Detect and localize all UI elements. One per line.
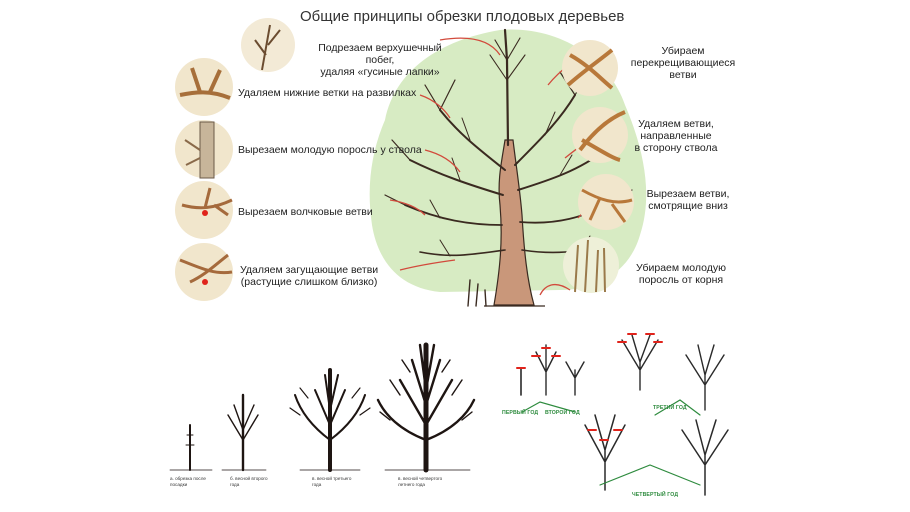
label-root-suckers: Убираем молодую поросль от корня xyxy=(626,262,736,286)
fourth-year-pruned xyxy=(681,419,729,496)
label-line: Подрезаем верхушечный побег, xyxy=(318,42,442,66)
caption-line: посадки xyxy=(170,481,188,487)
stage-b-tree xyxy=(221,393,267,472)
label-thickening-branches: Удаляем загущающие ветви (растущие слишк… xyxy=(240,264,378,288)
label-line: Удаляем загущающие ветви xyxy=(240,264,379,276)
label-line: Вырезаем волчковые ветви xyxy=(238,206,373,218)
label-second-year: ВТОРОЙ ГОД xyxy=(545,410,580,416)
label-third-year: ТРЕТИЙ ГОД xyxy=(653,405,687,411)
label-line: направленные xyxy=(640,130,712,142)
label-inward-branches: Удаляем ветви, направленные в сторону ст… xyxy=(626,118,726,154)
caption-stage-c: в. весной третьего года xyxy=(312,476,351,487)
label-line: ветви xyxy=(669,69,697,81)
caption-line: в. весной четвертого xyxy=(398,476,443,481)
label-line: поросль от корня xyxy=(638,274,724,286)
label-line: Удаляем нижние ветки на развилках xyxy=(238,87,417,99)
fourth-year-tree xyxy=(584,414,626,491)
label-water-sprouts: Вырезаем волчковые ветви xyxy=(238,206,373,218)
second-year-pruned xyxy=(565,361,585,396)
second-year-tree xyxy=(531,344,561,396)
page-title: Общие принципы обрезки плодовых деревьев xyxy=(300,8,625,25)
label-line: (растущие слишком близко) xyxy=(240,276,378,288)
label-line: удаляя «гусиные лапки» xyxy=(320,66,440,78)
label-crossing-branches: Убираем перекрещивающиеся ветви xyxy=(628,45,738,81)
caption-stage-b: б. весной второго года xyxy=(230,476,268,487)
label-young-growth: Вырезаем молодую поросль у ствола xyxy=(238,144,422,156)
caption-line: б. весной второго xyxy=(230,476,268,481)
year-diagrams xyxy=(516,333,729,496)
third-year-pruned xyxy=(685,344,725,411)
label-top-shoot: Подрезаем верхушечный побег, удаляя «гус… xyxy=(310,42,450,78)
label-line: Убираем молодую xyxy=(636,262,726,274)
label-fourth-year: ЧЕТВЕРТЫЙ ГОД xyxy=(632,492,679,498)
stage-a-tree xyxy=(169,424,213,471)
label-lower-branches: Удаляем нижние ветки на развилках xyxy=(238,87,416,99)
growth-stages xyxy=(169,342,476,473)
year-arrows xyxy=(521,399,701,486)
label-line: Убираем xyxy=(661,45,705,57)
stage-d-tree xyxy=(376,342,476,473)
label-line: смотрящие вниз xyxy=(648,200,728,212)
caption-line: года xyxy=(230,481,240,487)
label-line: Вырезаем ветви, xyxy=(646,188,730,200)
label-line: Вырезаем молодую поросль у ствола xyxy=(238,144,422,156)
label-line: в сторону ствола xyxy=(634,142,718,154)
caption-line: а. обрезка после xyxy=(170,476,206,481)
caption-stage-d: в. весной четвертого летнего года xyxy=(398,476,442,487)
third-year-tree xyxy=(617,333,663,391)
caption-stage-a: а. обрезка после посадки xyxy=(170,476,206,487)
stage-c-tree xyxy=(289,368,371,472)
caption-line: года xyxy=(312,481,322,487)
label-first-year: ПЕРВЫЙ ГОД xyxy=(502,410,539,416)
label-line: перекрещивающиеся xyxy=(630,57,736,69)
caption-line: в. весной третьего xyxy=(312,476,352,481)
first-year-tree xyxy=(516,367,526,396)
label-line: Удаляем ветви, xyxy=(638,118,714,130)
left-detail-circles xyxy=(175,18,295,301)
right-detail-circles xyxy=(562,40,634,293)
caption-line: летнего года xyxy=(398,481,425,487)
label-downward-branches: Вырезаем ветви, смотрящие вниз xyxy=(638,188,738,212)
